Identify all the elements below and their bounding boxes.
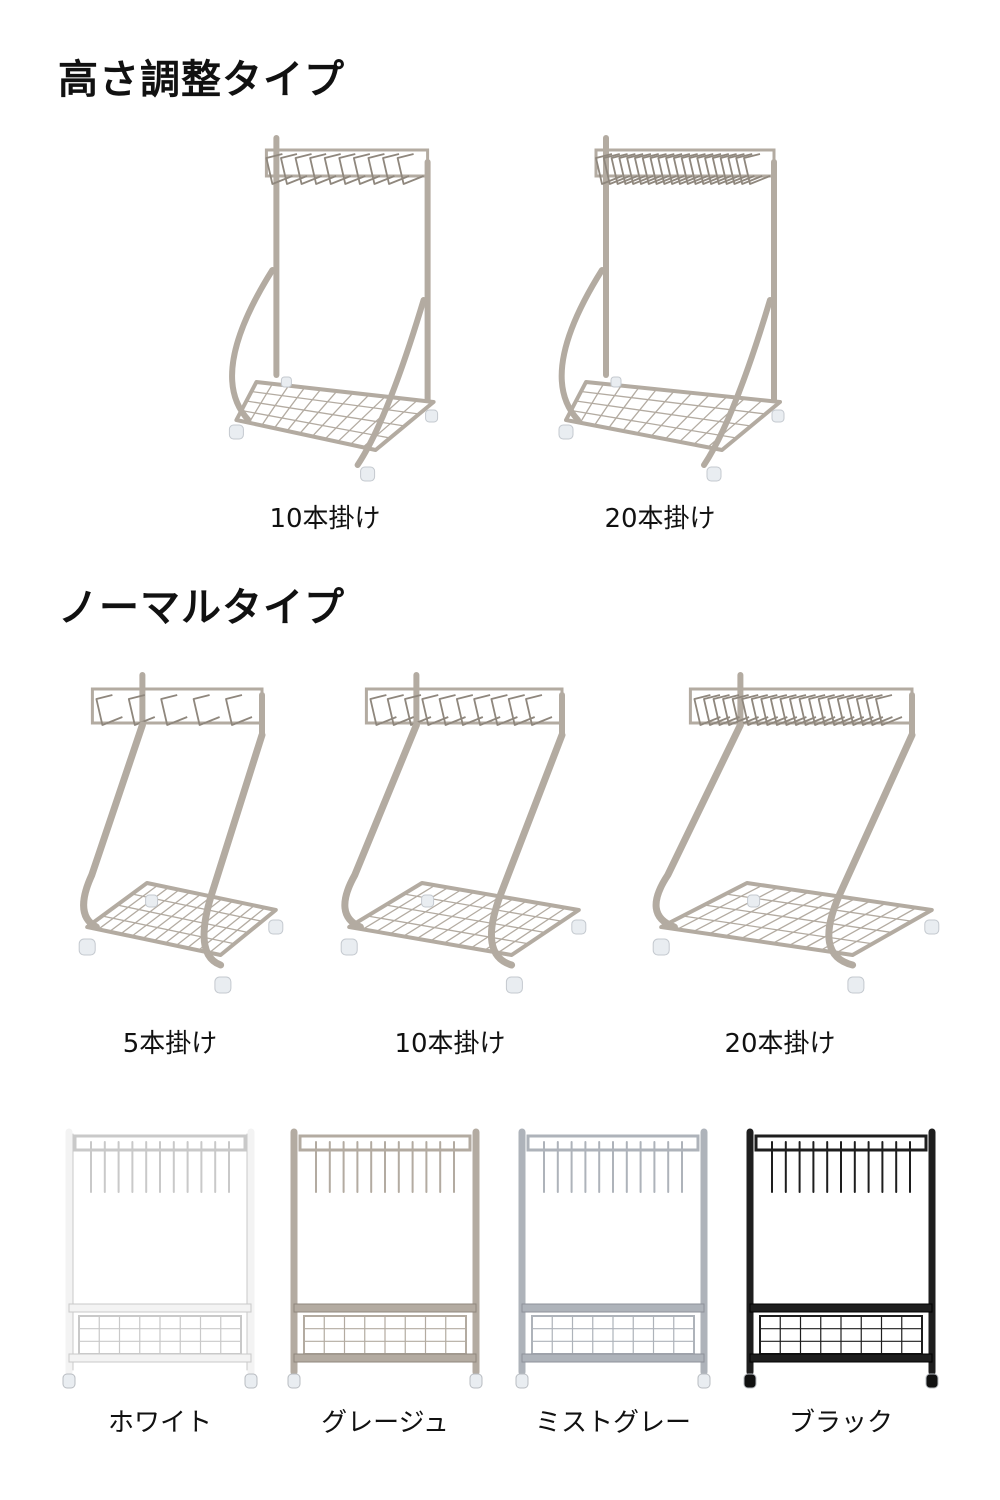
product-normal-10[interactable]: 10本掛け: [310, 665, 590, 1065]
color-swatch-greige[interactable]: グレージュ: [280, 1120, 490, 1450]
product-height-adjustable-10[interactable]: 10本掛け: [190, 120, 460, 540]
product-height-adjustable-20[interactable]: 20本掛け: [510, 120, 810, 540]
color-label: ミストグレー: [534, 1408, 691, 1438]
product-label: 10本掛け: [269, 504, 381, 534]
rack-image-black: [743, 1128, 939, 1389]
rack-image-mist-gray: [515, 1128, 711, 1389]
product-normal-20[interactable]: 20本掛け: [615, 665, 945, 1065]
color-swatch-black[interactable]: ブラック: [736, 1120, 946, 1450]
product-label: 5本掛け: [122, 1029, 218, 1059]
rack-image-normal-10: [340, 672, 587, 994]
product-label: 20本掛け: [724, 1029, 836, 1059]
rack-image-height-20: [558, 135, 785, 482]
color-swatch-white[interactable]: ホワイト: [55, 1120, 265, 1450]
rack-image-white: [62, 1128, 258, 1389]
rack-image-height-10: [228, 135, 439, 482]
rack-image-greige: [287, 1128, 483, 1389]
product-label: 10本掛け: [394, 1029, 506, 1059]
section-title-normal: ノーマルタイプ: [58, 585, 345, 631]
product-label: 20本掛け: [604, 504, 716, 534]
rack-image-normal-20: [652, 672, 940, 994]
color-label: ホワイト: [107, 1408, 212, 1438]
product-normal-5[interactable]: 5本掛け: [55, 665, 285, 1065]
color-swatch-mist-gray[interactable]: ミストグレー: [508, 1120, 718, 1450]
color-label: ブラック: [788, 1408, 893, 1438]
section-title-height-adjustable: 高さ調整タイプ: [58, 57, 345, 103]
rack-image-normal-5: [78, 672, 284, 994]
color-label: グレージュ: [321, 1408, 449, 1438]
